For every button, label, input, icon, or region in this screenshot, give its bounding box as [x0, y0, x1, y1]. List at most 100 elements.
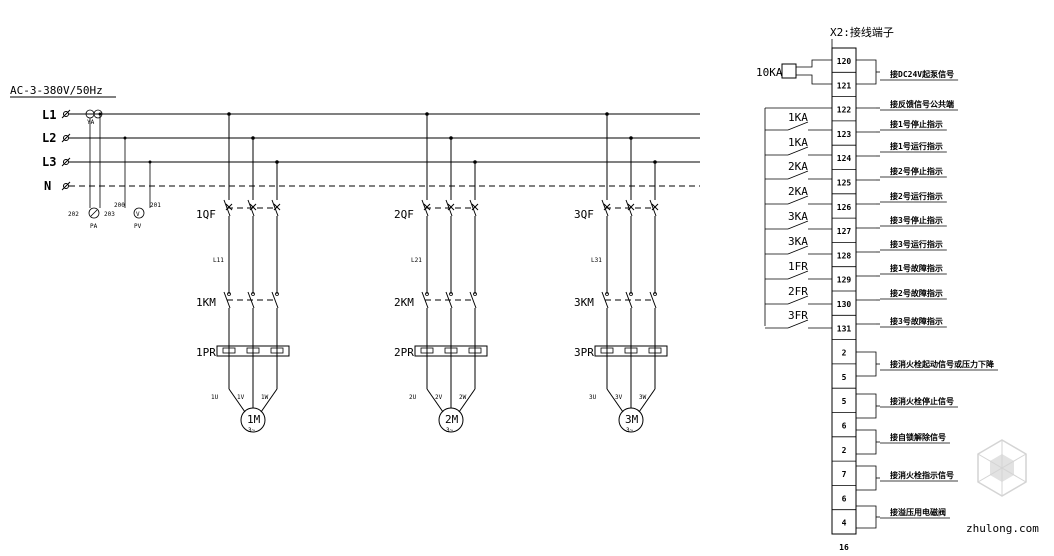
motor-label: 3M — [625, 413, 639, 426]
overload-relay-icon — [414, 345, 488, 357]
terminal-number: 16 — [839, 543, 849, 552]
watermark-text: zhulong.com — [966, 522, 1039, 535]
phase-label: 1W — [261, 394, 269, 401]
contact-label: 3KA — [788, 235, 808, 248]
bus-terminal-icon — [61, 133, 71, 143]
relay-contact: 1KA — [765, 136, 832, 156]
overload-relay-icon — [594, 345, 668, 357]
breaker-label: 3QF — [574, 208, 594, 221]
signal-label: 接2号故障指示 — [856, 288, 947, 301]
contact-label: 2KA — [788, 185, 808, 198]
bus-label-n: N — [44, 179, 51, 193]
relay-label: 1PR — [196, 346, 216, 359]
terminal-number: 6 — [842, 422, 847, 431]
phase-label: 1U — [211, 394, 219, 401]
terminal-number: 130 — [837, 300, 852, 309]
signal-label: 接1号运行指示 — [856, 141, 947, 157]
contact-label: 1KA — [788, 111, 808, 124]
signal-label: 接自锁解除信号 — [856, 429, 950, 455]
svg-text:接溢压用电磁阀: 接溢压用电磁阀 — [890, 507, 946, 517]
terminal-number: 125 — [837, 179, 852, 188]
svg-text:接DC24V起泵信号: 接DC24V起泵信号 — [890, 69, 954, 79]
phase-label: 3U — [589, 394, 597, 401]
terminal-number: 124 — [837, 154, 852, 163]
terminal-number: 123 — [837, 130, 852, 139]
svg-text:接自锁解除信号: 接自锁解除信号 — [890, 432, 946, 442]
meter-tag-pa: PA — [90, 223, 98, 230]
meter-tag-201: 201 — [150, 202, 161, 209]
svg-text:接1号停止指示: 接1号停止指示 — [890, 119, 943, 129]
watermark-logo-icon — [977, 439, 1027, 497]
terminal-number: 120 — [837, 57, 852, 66]
signal-label: 接3号故障指示 — [856, 316, 947, 328]
signal-label: 接1号停止指示 — [856, 119, 947, 133]
phase-label: 3V — [615, 394, 623, 401]
motor-phase-symbol: 3~ — [626, 427, 634, 434]
svg-text:接3号运行指示: 接3号运行指示 — [890, 239, 943, 249]
relay-coil-icon — [781, 63, 797, 79]
signal-label: 接消火栓停止信号 — [856, 393, 958, 419]
overload-relay-icon — [216, 345, 290, 357]
bus-lines: L1 L2 L3 N — [42, 108, 700, 193]
terminal-number: 127 — [837, 227, 852, 236]
voltmeter-icon: V — [133, 207, 145, 219]
bus-terminal-icon — [61, 181, 71, 191]
coil-label: 10KA — [756, 66, 783, 79]
motor-label: 1M — [247, 413, 261, 426]
signal-label: 接2号停止指示 — [856, 166, 947, 181]
signal-label: 接消火栓起动信号或压力下降 — [856, 351, 998, 377]
motor-label: 2M — [445, 413, 459, 426]
signal-label: 接反馈信号公共端 — [856, 99, 958, 111]
supply-label: AC-3-380V/50Hz — [10, 84, 103, 97]
meter-tag-202: 202 — [68, 211, 79, 218]
signal-label: 接3号停止指示 — [856, 215, 947, 229]
contactor-label: 2KM — [394, 296, 414, 309]
terminal-block: X2:接线端子 10KA 1KA1KA2KA2KA3KA3KA1FR2FR3FR… — [756, 25, 998, 552]
terminal-number: 6 — [842, 494, 847, 503]
meter-section: YA 202 203 PA V 200 201 PV — [68, 109, 161, 230]
contact-label: 1KA — [788, 136, 808, 149]
contact-label: 1FR — [788, 260, 808, 273]
svg-text:接1号故障指示: 接1号故障指示 — [890, 263, 943, 273]
contact-label: 3FR — [788, 309, 808, 322]
relay-contact: 3FR — [765, 309, 832, 329]
ammeter-icon — [88, 207, 100, 219]
motor-phase-symbol: 3~ — [248, 427, 256, 434]
svg-text:接2号故障指示: 接2号故障指示 — [890, 288, 943, 298]
relay-contact: 3KA — [765, 210, 832, 230]
terminal-number: 121 — [837, 81, 852, 90]
signal-label: 接DC24V起泵信号 — [856, 59, 959, 85]
terminal-number: 122 — [837, 106, 852, 115]
terminal-number: 129 — [837, 276, 852, 285]
svg-text:接3号故障指示: 接3号故障指示 — [890, 316, 943, 326]
terminal-number: 2 — [842, 446, 847, 455]
relay-contact: 2KA — [765, 185, 832, 205]
relay-contact: 1KA — [765, 111, 832, 131]
contactor-label: 3KM — [574, 296, 594, 309]
terminal-number: 4 — [842, 519, 847, 528]
terminal-number: 131 — [837, 324, 852, 333]
phase-label: 2V — [435, 394, 443, 401]
meter-tag-200: 200 — [114, 202, 125, 209]
relay-label: 3PR — [574, 346, 594, 359]
breaker-label: 2QF — [394, 208, 414, 221]
cable-label: L21 — [411, 257, 422, 264]
signal-label: 接消火栓指示信号 — [856, 465, 958, 491]
phase-label: 2U — [409, 394, 417, 401]
bus-terminal-icon — [61, 109, 71, 119]
motor-icon — [240, 407, 266, 433]
bus-terminal-icon — [61, 157, 71, 167]
bus-label-l3: L3 — [42, 155, 56, 169]
motor-icon — [618, 407, 644, 433]
breaker-label: 1QF — [196, 208, 216, 221]
contact-label: 2FR — [788, 285, 808, 298]
terminal-number: 2 — [842, 349, 847, 358]
bus-label-l2: L2 — [42, 131, 56, 145]
phase-label: 2W — [459, 394, 467, 401]
signal-label: 接溢压用电磁阀 — [856, 505, 950, 529]
